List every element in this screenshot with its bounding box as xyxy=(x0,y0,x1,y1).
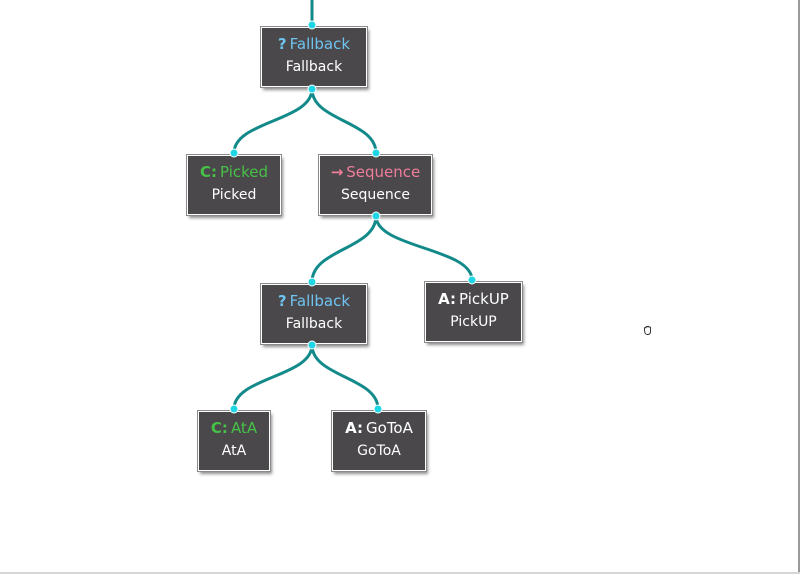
edge-n1-n2 xyxy=(232,88,314,154)
port-top-n1[interactable] xyxy=(307,20,317,30)
node-title: Fallback xyxy=(289,292,351,310)
node-subtitle: Fallback xyxy=(285,316,343,332)
node-title: AtA xyxy=(230,419,258,437)
node-action-pickup[interactable]: A:PickUP PickUP xyxy=(424,281,523,343)
port-bottom-n4[interactable] xyxy=(307,340,317,350)
scrollbar[interactable] xyxy=(798,0,800,574)
node-condition-picked[interactable]: C:Picked Picked xyxy=(186,154,282,216)
action-glyph-icon: A: xyxy=(438,290,457,308)
edge-n4-n7 xyxy=(310,344,380,410)
port-top-n3[interactable] xyxy=(371,148,381,158)
port-top-n5[interactable] xyxy=(467,275,477,285)
node-title: PickUP xyxy=(459,290,509,308)
node-title: Sequence xyxy=(346,163,421,181)
fallback-glyph-icon: ? xyxy=(277,292,287,310)
edge-n1-n3 xyxy=(310,88,378,154)
canvas-bottom-border xyxy=(0,572,800,574)
node-subtitle: AtA xyxy=(221,443,247,459)
condition-glyph-icon: C: xyxy=(210,419,228,437)
node-fallback-inner[interactable]: ?Fallback Fallback xyxy=(260,283,368,345)
node-title: GoToA xyxy=(366,419,413,437)
fallback-glyph-icon: ? xyxy=(277,35,287,53)
node-action-gotoa[interactable]: A:GoToA GoToA xyxy=(331,410,427,472)
edge-n3-n5 xyxy=(374,215,474,281)
node-condition-ata[interactable]: C:AtA AtA xyxy=(197,410,271,472)
node-subtitle: Picked xyxy=(211,187,257,203)
grab-hand-icon xyxy=(644,325,651,335)
node-fallback-root[interactable]: ?Fallback Fallback xyxy=(260,26,368,88)
port-bottom-n3[interactable] xyxy=(371,211,381,221)
action-glyph-icon: A: xyxy=(345,419,364,437)
node-subtitle: GoToA xyxy=(357,443,401,459)
node-subtitle: Sequence xyxy=(340,187,411,203)
node-title: Fallback xyxy=(289,35,351,53)
arrow-right-icon: → xyxy=(330,163,344,181)
condition-glyph-icon: C: xyxy=(199,163,217,181)
port-top-n4[interactable] xyxy=(307,277,317,287)
node-subtitle: Fallback xyxy=(285,59,343,75)
port-top-n7[interactable] xyxy=(373,404,383,414)
node-title: Picked xyxy=(219,163,269,181)
port-bottom-n1[interactable] xyxy=(307,84,317,94)
edge-n3-n4 xyxy=(310,215,378,283)
edge-n4-n6 xyxy=(232,344,314,410)
node-subtitle: PickUP xyxy=(450,314,497,330)
port-top-n2[interactable] xyxy=(229,148,239,158)
node-sequence[interactable]: →Sequence Sequence xyxy=(318,154,433,216)
port-top-n6[interactable] xyxy=(229,404,239,414)
